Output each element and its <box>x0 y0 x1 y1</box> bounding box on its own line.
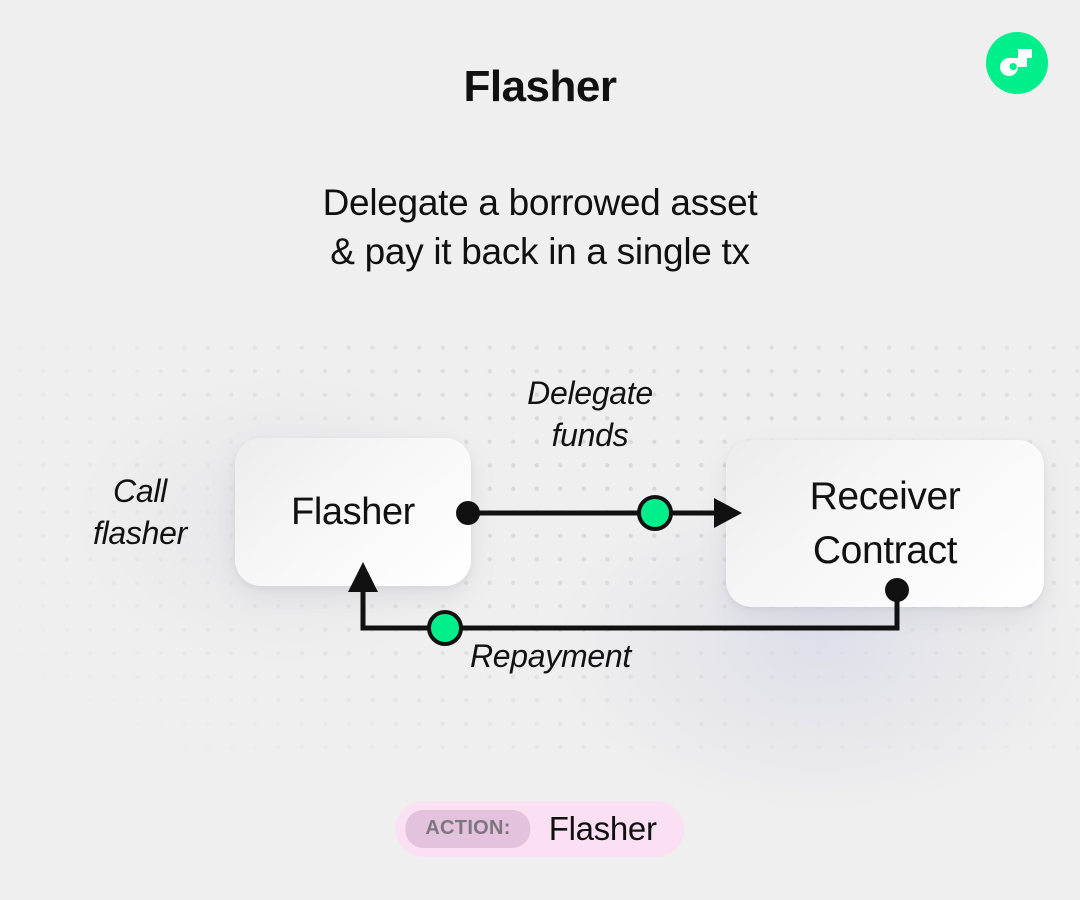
edge-repayment <box>348 562 909 646</box>
action-badge-value: Flasher <box>548 810 657 847</box>
flow-diagram: Call flasher Delegate funds Flasher Rece… <box>0 330 1080 810</box>
edge-repayment-arrowhead <box>348 562 378 592</box>
page-title: Flasher <box>463 62 617 111</box>
action-badge-key: ACTION: <box>405 810 531 848</box>
edge-repayment-token-dot <box>427 610 463 646</box>
edge-delegate-funds <box>456 495 742 531</box>
subtitle-line-1: Delegate a borrowed asset <box>322 182 758 223</box>
diagram-edges <box>348 495 909 646</box>
edge-delegate-source-dot <box>456 501 480 525</box>
edge-repayment-source-dot <box>885 578 909 602</box>
action-badge[interactable]: ACTION: Flasher <box>395 801 685 857</box>
node-receiver[interactable]: Receiver Contract <box>726 440 1044 607</box>
edge-delegate-token-dot <box>637 495 673 531</box>
node-flasher[interactable]: Flasher <box>235 438 471 586</box>
edge-label-call-flasher: Call flasher <box>93 473 187 551</box>
flow-logo <box>986 32 1048 94</box>
edge-delegate-arrowhead <box>714 498 742 528</box>
edge-repayment-line <box>360 592 900 631</box>
edge-label-repayment: Repayment <box>470 638 631 674</box>
subtitle-line-2: & pay it back in a single tx <box>330 231 750 272</box>
page-subtitle: Delegate a borrowed asset & pay it back … <box>0 178 1080 276</box>
edge-label-delegate-funds: Delegate funds <box>527 375 653 453</box>
